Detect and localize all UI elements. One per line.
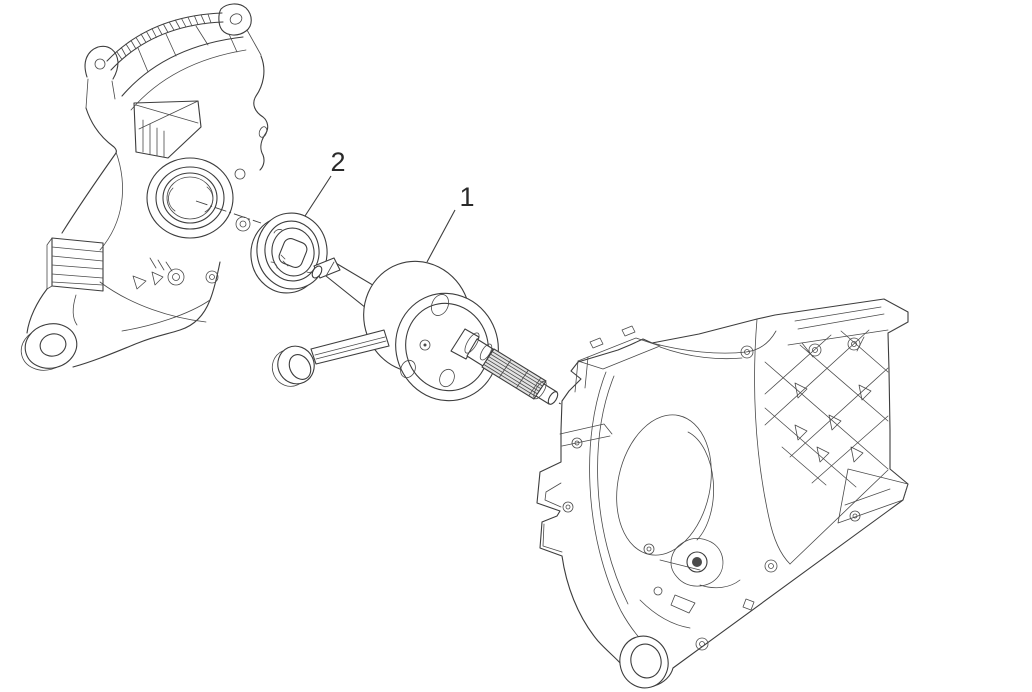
bearing-illustration-part-2 [250, 212, 328, 294]
right-crankcase-half-illustration [536, 298, 909, 689]
left-crankcase-half-illustration [20, 3, 269, 371]
callout-2-leader-line [304, 175, 332, 217]
rib-lattice [764, 329, 889, 488]
hatch-band [116, 13, 212, 60]
callout-1-leader-line [426, 209, 456, 263]
callout-1: 1 [426, 182, 475, 263]
bearing-centerline [195, 200, 262, 224]
callout-2: 2 [304, 147, 346, 217]
crankshaft-illustration-part-1 [271, 257, 559, 405]
callout-1-label: 1 [459, 182, 474, 212]
callout-2-label: 2 [330, 147, 345, 177]
spline-section [481, 348, 547, 400]
